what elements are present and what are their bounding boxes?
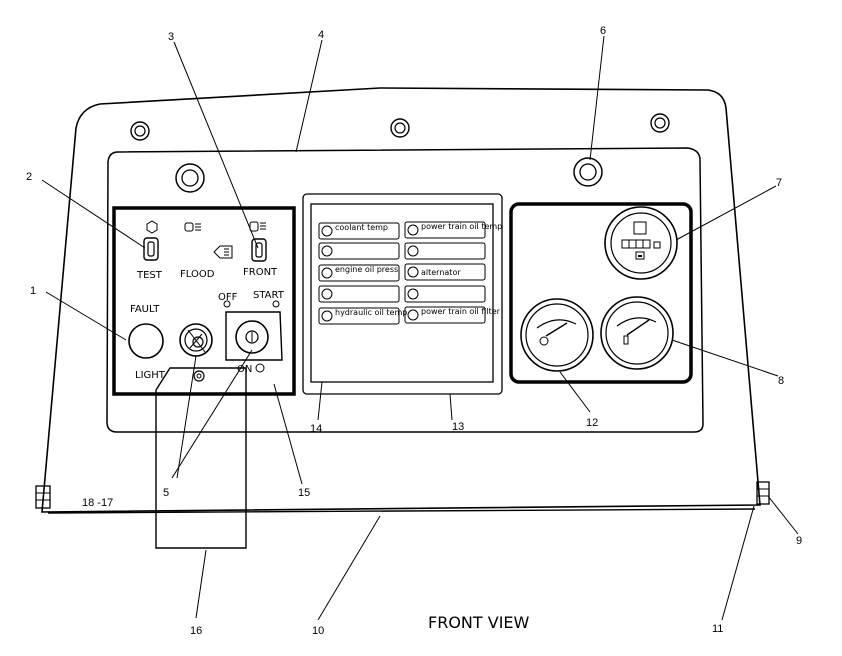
indicator-blank-3 (404, 242, 486, 260)
indicator-blank-4 (404, 285, 486, 303)
callout-18-17: 18 -17 (82, 497, 113, 509)
bolt-core (654, 117, 666, 129)
svg-text:coolant temp: coolant temp (335, 223, 388, 232)
indicator-blank-1 (318, 242, 400, 260)
gauge-panel (509, 202, 693, 384)
flood-lamp-icon (184, 222, 201, 232)
indicator-blank-2 (318, 285, 400, 303)
start-marker-icon (272, 300, 280, 308)
mounting-bolts (130, 113, 670, 193)
test-icon (146, 220, 158, 234)
start-switch[interactable] (225, 311, 283, 361)
callout-3: 3 (168, 31, 174, 43)
switch-guard (155, 367, 247, 549)
temperature-gauge (520, 298, 594, 372)
indicator-power-train-oil-filter: power train oil filter (404, 306, 501, 324)
callout-10: 10 (312, 625, 324, 637)
indicator-power-train-oil-temp: power train oil temp (404, 221, 502, 239)
side-nuts (35, 481, 770, 509)
callout-4: 4 (318, 29, 324, 41)
callout-5: 5 (163, 487, 169, 499)
left-nut (35, 485, 51, 509)
fuel-gauge (600, 296, 674, 370)
callout-2: 2 (26, 171, 32, 183)
svg-text:power train oil filter: power train oil filter (421, 307, 501, 316)
svg-text:engine oil press: engine oil press (335, 265, 398, 274)
outer-panel (41, 87, 761, 513)
off-label: OFF (218, 292, 238, 303)
callout-14: 14 (310, 423, 322, 435)
callout-7: 7 (776, 177, 782, 189)
indicator-engine-oil-press: engine oil press (318, 264, 400, 282)
view-title: FRONT VIEW (428, 613, 530, 632)
on-label: ON (237, 364, 252, 375)
bolt-core (579, 163, 597, 181)
flood-label: FLOOD (180, 269, 215, 280)
key-switch[interactable] (179, 323, 213, 357)
callout-13: 13 (452, 421, 464, 433)
callout-16: 16 (190, 625, 202, 637)
switch-panel (112, 206, 296, 396)
fault-light (128, 323, 164, 359)
callout-8: 8 (778, 375, 784, 387)
callout-numbers: 1 2 3 4 5 6 7 8 9 10 11 12 13 14 15 16 1… (26, 25, 802, 637)
indicator-hydraulic-oil-temp: hydraulic oil temp (318, 307, 407, 325)
callout-9: 9 (796, 535, 802, 547)
callout-12: 12 (586, 417, 598, 429)
right-nut (756, 481, 770, 505)
svg-text:alternator: alternator (421, 268, 461, 277)
off-marker-icon (223, 300, 231, 308)
service-meter (604, 206, 678, 280)
bolt (130, 121, 150, 141)
indicator-column-left: coolant temp engine oil press hydraulic … (318, 222, 407, 325)
bolt (650, 113, 670, 133)
indicator-alternator: alternator (404, 263, 486, 281)
light-label: LIGHT (135, 370, 166, 381)
callout-6: 6 (600, 25, 606, 37)
test-toggle-switch[interactable] (143, 237, 159, 261)
face-plate (106, 147, 704, 433)
indicator-panel (310, 203, 494, 383)
bolt-core (181, 169, 199, 187)
on-marker-icon (255, 363, 265, 373)
front-toggle-switch[interactable] (251, 238, 267, 262)
front-label: FRONT (243, 267, 278, 278)
work-lamp-icon (213, 245, 233, 259)
callout-1: 1 (30, 285, 36, 297)
front-lamp-icon (249, 221, 266, 232)
callout-15: 15 (298, 487, 310, 499)
indicator-panel-frame (302, 193, 503, 395)
indicator-column-right: power train oil temp alternator power tr… (404, 221, 502, 324)
bolt (573, 157, 603, 187)
indicator-coolant-temp: coolant temp (318, 222, 400, 240)
callout-11: 11 (712, 623, 723, 635)
bolt (175, 163, 205, 193)
test-label: TEST (136, 270, 163, 281)
fault-label: FAULT (130, 304, 160, 315)
panel-bottom-edge (47, 508, 756, 514)
svg-text:hydraulic oil temp: hydraulic oil temp (335, 308, 407, 317)
leader-lines (41, 35, 799, 621)
bolt-core (394, 122, 406, 134)
start-label: START (253, 290, 285, 301)
bolt (390, 118, 410, 138)
bolt-core (134, 125, 146, 137)
svg-text:power train oil temp: power train oil temp (421, 222, 502, 231)
